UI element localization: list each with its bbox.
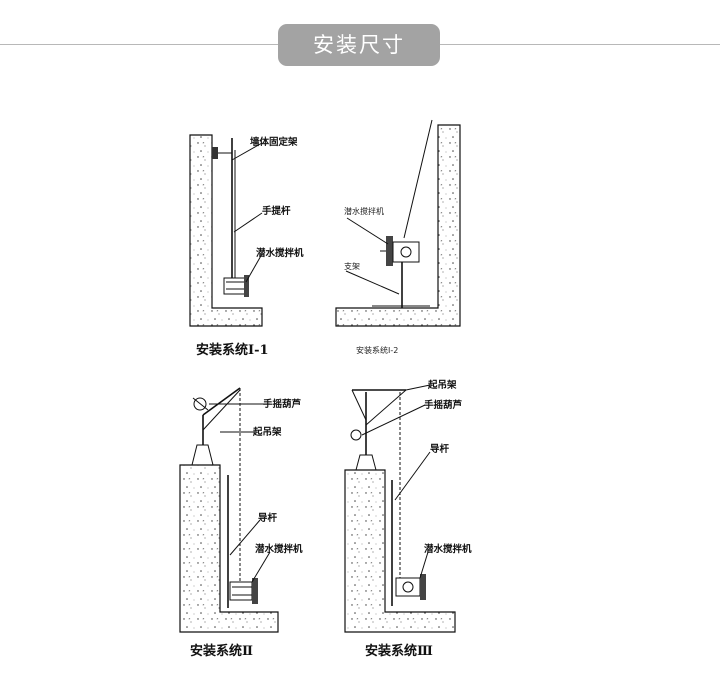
mixer-icon (229, 578, 258, 604)
section-title-badge: 安装尺寸 (278, 24, 440, 66)
label-mixer: 潜水搅拌机 (256, 247, 304, 259)
diagram-installation-1-1: 墙体固定架 手提杆 潜水搅拌机 安装系统Ⅰ-1 (189, 134, 304, 358)
wall-concrete-l-shape (335, 124, 461, 327)
label-guide-rod: 导杆 (430, 443, 450, 455)
crane-arm (202, 387, 241, 416)
caption-system-2: 安装系统Ⅱ (190, 643, 253, 659)
caption-system-1-2: 安装系统Ⅰ-2 (356, 345, 398, 355)
label-guide-rod: 导杆 (258, 512, 278, 524)
label-lifting-frame: 起吊架 (427, 379, 457, 391)
mixer-icon (380, 236, 420, 266)
power-cable (403, 119, 433, 239)
label-support: 支架 (344, 261, 360, 271)
label-hand-winch: 手摇葫芦 (263, 398, 302, 410)
label-mixer: 潜水搅拌机 (344, 206, 384, 216)
label-wall-bracket: 墙体固定架 (250, 136, 298, 148)
caption-system-1-1: 安装系统Ⅰ-1 (196, 342, 269, 358)
mixer-icon (223, 275, 249, 297)
wall-concrete-l-shape (189, 134, 263, 327)
diagram-installation-3: 起吊架 手摇葫芦 导杆 潜水搅拌机 安装系统Ⅲ (344, 379, 472, 659)
label-mixer: 潜水搅拌机 (424, 543, 472, 555)
label-mixer: 潜水搅拌机 (255, 543, 303, 555)
label-lifting-frame: 起吊架 (252, 426, 282, 438)
caption-system-3: 安装系统Ⅲ (365, 643, 433, 659)
wall-bracket (212, 147, 218, 159)
mixer-icon (395, 574, 426, 600)
pit-wall-concrete (344, 469, 456, 633)
pit-wall-concrete (179, 464, 279, 633)
diagram-installation-1-2: 潜水搅拌机 支架 安装系统Ⅰ-2 (335, 119, 461, 355)
label-hand-winch: 手摇葫芦 (424, 399, 463, 411)
hand-winch-icon (350, 429, 362, 441)
label-lifting-rod: 手提杆 (262, 205, 291, 217)
diagram-installation-2: 手摇葫芦 起吊架 导杆 潜水搅拌机 安装系统Ⅱ (179, 387, 303, 659)
